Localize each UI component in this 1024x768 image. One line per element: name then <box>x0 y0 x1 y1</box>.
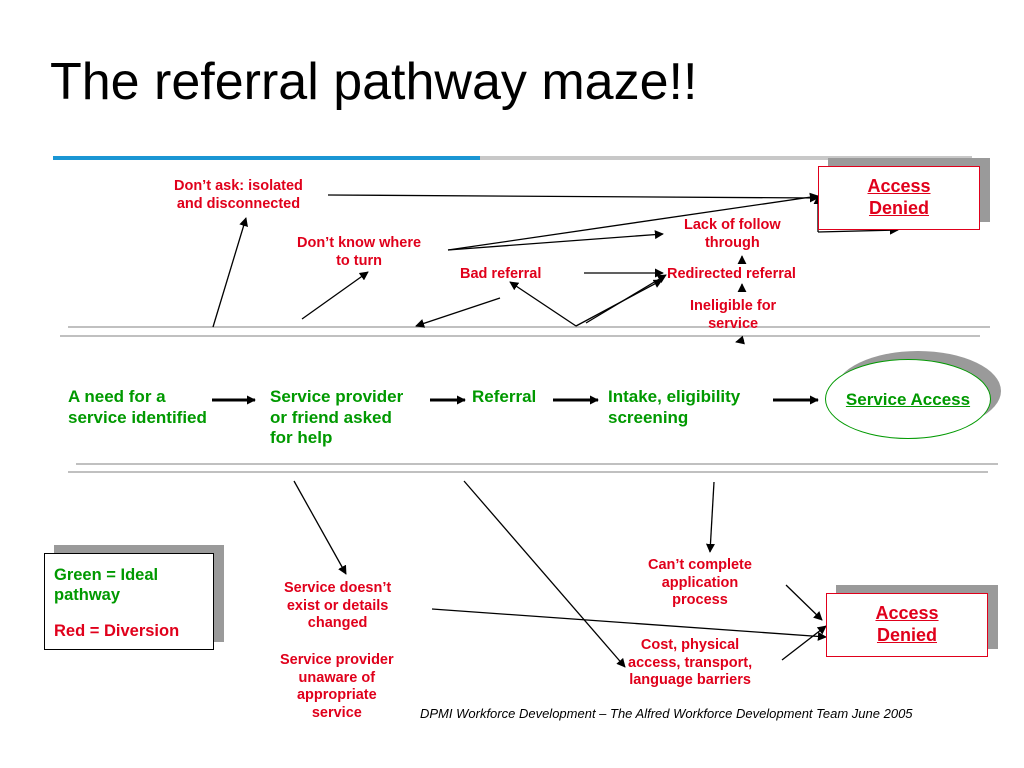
diversion-arrow <box>212 217 248 328</box>
label-cost-barriers: Cost, physical access, transport, langua… <box>628 637 752 690</box>
label-line: appropriate <box>296 687 377 704</box>
label-ineligible: Ineligible for service <box>690 298 776 333</box>
label-line: access, transport, <box>628 654 753 671</box>
label-line: service <box>708 315 759 332</box>
label-referral: Referral <box>472 387 537 406</box>
label-need-identified: A need for a service identified <box>68 387 207 428</box>
label-line: A need for a <box>68 387 166 406</box>
label-provider-asked: Service provider or friend asked for hel… <box>270 387 403 449</box>
label-line: Can’t complete <box>648 557 752 573</box>
label-line: Service doesn’t <box>284 580 392 596</box>
diversion-arrow <box>817 225 899 235</box>
label-dont-know: Don’t know where to turn <box>297 235 421 270</box>
label-bad-referral: Bad referral <box>460 266 542 282</box>
access-denied-box-top: Access Denied <box>818 166 980 230</box>
label-redirected-referral: Redirected referral <box>667 266 796 282</box>
service-access-ellipse: Service Access <box>825 359 991 439</box>
diversion-arrow <box>781 625 827 661</box>
label-line: Green = Ideal <box>54 566 159 584</box>
label-line: service <box>311 705 362 722</box>
title-underline-gray <box>480 156 972 160</box>
diversion-arrow <box>431 608 827 641</box>
label-line: screening <box>608 407 689 427</box>
label-line: exist or details <box>286 597 389 614</box>
label-line: application <box>661 574 739 591</box>
diversion-arrow <box>327 193 819 203</box>
label-line: changed <box>307 615 368 632</box>
diversion-arrow <box>735 335 745 345</box>
label-line: or friend asked <box>270 407 392 427</box>
label-line: unaware of <box>298 669 376 686</box>
label-line: Ineligible for <box>690 298 777 314</box>
title-underline-accent <box>53 156 480 160</box>
diversion-arrow <box>447 192 819 251</box>
label-line: process <box>672 592 728 609</box>
label-dont-ask: Don’t ask: isolated and disconnected <box>174 178 303 213</box>
label-line: Lack of follow <box>684 217 781 233</box>
label-line: service identified <box>68 407 207 427</box>
label-line: through <box>704 234 760 251</box>
service-access-text: Service Access <box>845 390 971 409</box>
label-intake-screening: Intake, eligibility screening <box>608 387 740 428</box>
label-line: language barriers <box>629 672 751 689</box>
diversion-arrow <box>463 480 626 668</box>
access-denied-text: Access Denied <box>819 176 979 219</box>
label-line: to turn <box>336 252 382 269</box>
diversion-arrow <box>785 584 823 621</box>
label-line: Don’t know where <box>297 235 422 251</box>
diversion-arrow <box>705 481 715 553</box>
diversion-arrow <box>415 297 501 328</box>
label-service-doesnt-exist: Service doesn’t exist or details changed <box>284 580 391 633</box>
label-line: Denied <box>876 624 937 645</box>
legend-green: Green = Ideal pathway <box>54 565 158 605</box>
access-denied-text: Access Denied <box>827 603 987 646</box>
label-cant-complete: Can’t complete application process <box>648 557 752 610</box>
label-provider-unaware: Service provider unaware of appropriate … <box>280 652 394 723</box>
footer-credit: DPMI Workforce Development – The Alfred … <box>420 706 913 721</box>
label-line: Service provider <box>280 652 394 668</box>
label-line: Denied <box>868 197 929 218</box>
label-line: Access <box>875 603 939 623</box>
legend-red: Red = Diversion <box>54 622 180 640</box>
label-line: Cost, physical <box>640 637 740 653</box>
diversion-arrow <box>585 274 667 324</box>
diversion-arrow <box>293 480 347 575</box>
label-line: Intake, eligibility <box>608 387 741 406</box>
diversion-arrow <box>509 281 577 327</box>
slide-title: The referral pathway maze!! <box>50 53 698 111</box>
diversion-arrow <box>301 271 369 320</box>
label-line: pathway <box>54 586 121 605</box>
diversion-arrow <box>447 230 664 251</box>
legend-box: Green = Ideal pathway Red = Diversion <box>44 553 214 650</box>
label-line: and disconnected <box>176 195 301 212</box>
label-line: Don’t ask: isolated <box>174 178 303 194</box>
label-line: Access <box>867 176 931 196</box>
access-denied-box-bottom: Access Denied <box>826 593 988 657</box>
label-line: for help <box>270 428 333 448</box>
label-lack-follow-through: Lack of follow through <box>684 217 781 252</box>
label-line: Service provider <box>270 387 404 406</box>
